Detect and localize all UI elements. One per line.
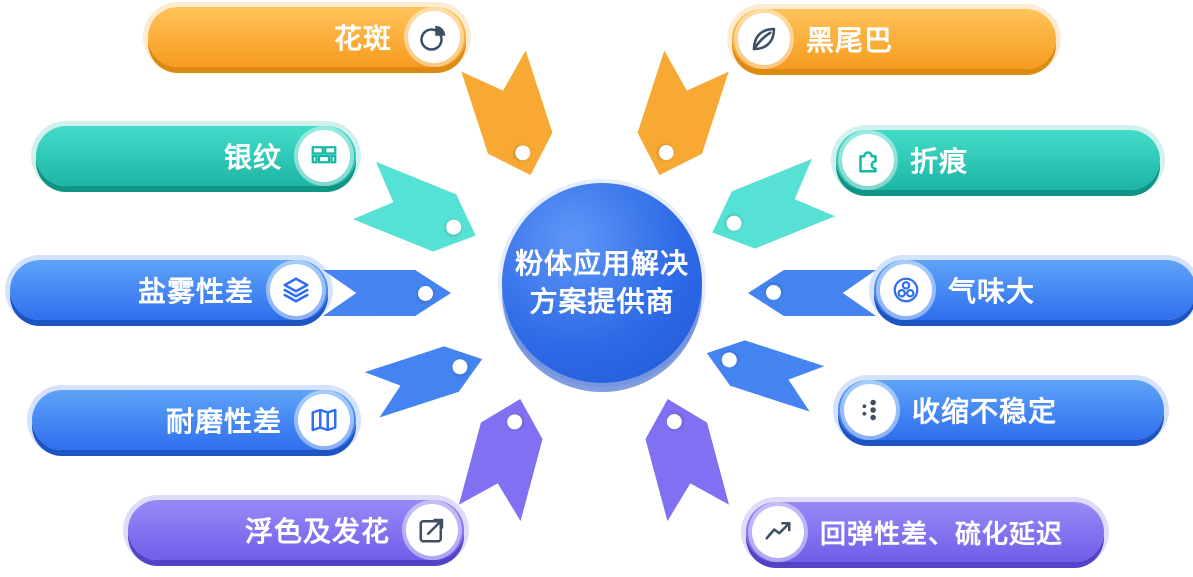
connector-arrow: [701, 159, 835, 261]
center-title-line2: 方案提供商: [529, 286, 675, 317]
center-title-line1: 粉体应用解决: [514, 248, 689, 280]
diagram-node: 盐雾性差: [10, 260, 328, 320]
diagram-node: 回弹性差、硫化延迟: [746, 502, 1104, 562]
node-label: 银纹: [223, 142, 282, 173]
node-label: 回弹性差、硫化延迟: [820, 518, 1064, 549]
node-label: 盐雾性差: [137, 276, 254, 307]
diagram-node: 花斑: [148, 7, 466, 67]
node-label: 气味大: [948, 276, 1036, 307]
layers-icon: [270, 264, 322, 316]
connector-arrow: [323, 270, 451, 316]
connector-arrow: [364, 336, 489, 417]
connector-dot: [657, 143, 676, 162]
connector-dot: [444, 217, 464, 237]
diagram-node: 银纹: [36, 126, 356, 186]
diagram-node: 收缩不稳定: [838, 380, 1164, 440]
connector-dot: [665, 413, 683, 431]
connector-dot: [514, 143, 533, 162]
connector-arrow: [459, 391, 551, 522]
pen-arrow-icon: [406, 504, 458, 556]
connector-arrow: [353, 162, 487, 264]
connector-dot: [451, 357, 470, 376]
center-node: 粉体应用解决 方案提供商: [502, 183, 702, 383]
puzzle-icon: [842, 134, 894, 186]
connector-arrow: [699, 330, 824, 411]
diagram-node: 黑尾巴: [732, 9, 1056, 69]
circles-icon: [880, 264, 932, 316]
connector-dot: [766, 286, 781, 301]
pie-chart-icon: [408, 11, 460, 63]
diagram-node: 气味大: [874, 260, 1193, 320]
connector-arrow: [627, 50, 729, 185]
map-icon: [298, 394, 350, 446]
connector-arrow: [748, 270, 876, 316]
connector-arrow: [637, 391, 729, 522]
connector-dot: [505, 413, 523, 431]
diagram-node: 耐磨性差: [32, 390, 356, 450]
node-label: 黑尾巴: [806, 25, 894, 56]
node-label: 耐磨性差: [165, 406, 282, 437]
connector-dot: [719, 351, 738, 370]
connector-arrow: [461, 50, 563, 185]
node-label: 折痕: [910, 146, 969, 177]
node-label: 浮色及发花: [244, 516, 390, 547]
trend-icon: [752, 506, 804, 558]
bricks-icon: [298, 130, 350, 182]
dots-icon: [844, 384, 896, 436]
diagram-node: 浮色及发花: [128, 500, 464, 560]
leaf-icon: [738, 13, 790, 65]
connector-dot: [725, 214, 745, 234]
diagram-node: 折痕: [836, 130, 1160, 190]
node-label: 花斑: [333, 23, 392, 54]
connector-dot: [417, 285, 433, 301]
node-label: 收缩不稳定: [912, 396, 1058, 427]
